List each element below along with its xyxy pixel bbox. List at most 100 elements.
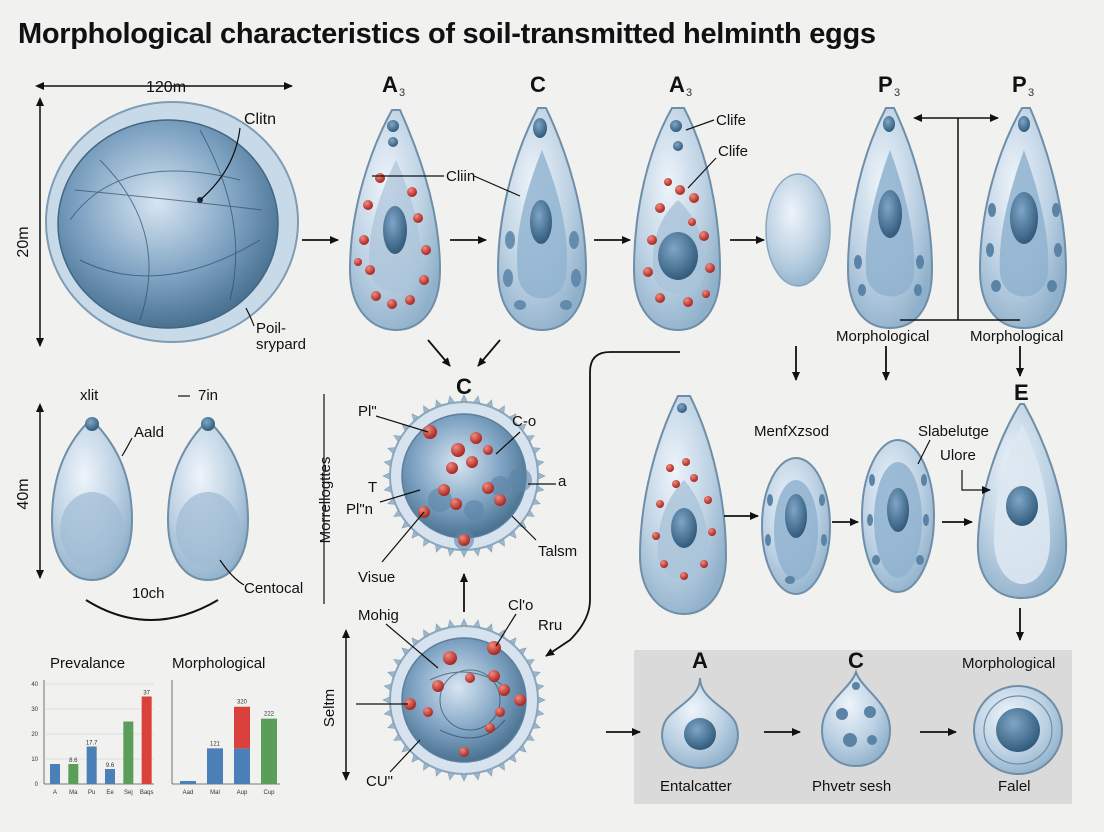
large-egg-body xyxy=(57,119,279,329)
morph-label-1: Morphological xyxy=(836,328,929,345)
visue-leader xyxy=(381,511,425,563)
tin-label: 7in xyxy=(198,387,218,404)
co-label: C-o xyxy=(512,413,536,430)
morph-category-label: Aad xyxy=(183,790,194,796)
top-egg-3-cap-1 xyxy=(670,120,682,132)
panel-c-label: C xyxy=(848,648,864,673)
slabelutge-leader xyxy=(917,439,931,465)
top-egg-4 xyxy=(765,173,831,287)
small-eggs-bracket xyxy=(85,599,219,621)
prevalence-category-label: A xyxy=(53,790,57,796)
prevalence-bar xyxy=(105,769,115,784)
top-egg-1-cap-2 xyxy=(388,137,398,147)
clitn-leader xyxy=(199,127,241,201)
panel-egg-final-nucleus xyxy=(996,708,1040,752)
prevalence-value-label: 37 xyxy=(143,691,150,697)
cliin-leader-2 xyxy=(473,175,521,197)
prevalence-chart-title: Prevalance xyxy=(50,655,125,672)
pl2-label: Pl"n xyxy=(346,501,373,518)
top-egg-5-cap xyxy=(883,116,895,132)
lower-sphere-body xyxy=(401,637,527,763)
page-title: Morphological characteristics of soil-tr… xyxy=(18,18,876,50)
top-label-a2-sub: 3 xyxy=(686,87,692,99)
panel-caption-1: Entalcatter xyxy=(660,778,732,795)
arrow-curved-to-lower-sphere xyxy=(545,351,680,657)
mid-egg-3-nucleus xyxy=(887,488,909,532)
prevalence-category-label: Ee xyxy=(106,790,114,796)
arrow-to-center-1 xyxy=(427,339,451,367)
pl2-leader xyxy=(379,489,421,503)
small-height-label: 40m xyxy=(15,478,32,509)
menfxsod-label: MenfXzsod xyxy=(754,423,829,440)
upper-sphere-granules xyxy=(418,425,506,546)
top-egg-5-vacuoles xyxy=(854,255,924,296)
ulore-label: Ulore xyxy=(940,447,976,464)
mid-egg-2-nucleus xyxy=(785,494,807,538)
center-side-label: Morrellogttes xyxy=(317,457,334,544)
prevalence-value-label: 8.6 xyxy=(69,758,78,764)
top-egg-3-granules xyxy=(643,178,715,307)
panel-egg-c-cells xyxy=(836,682,877,747)
top-label-p2: P xyxy=(1012,72,1027,97)
clo-leader xyxy=(495,613,517,647)
prevalence-value-label: 17.7 xyxy=(86,741,98,747)
large-egg-membranes xyxy=(69,129,263,321)
slabelutge-label: Slabelutge xyxy=(918,423,989,440)
prevalence-category-label: Ma xyxy=(69,790,78,796)
panel-caption-3: Falel xyxy=(998,778,1031,795)
top-label-p2-sub: 3 xyxy=(1028,87,1034,99)
top-egg-3-cap-2 xyxy=(673,141,683,151)
prevalence-value-label: 9.6 xyxy=(106,763,115,769)
t-label: T xyxy=(368,479,377,496)
morph-bar xyxy=(261,718,277,784)
seltm-label: Seltm xyxy=(321,689,338,727)
aald-leader xyxy=(121,437,133,457)
top-label-p1: P xyxy=(878,72,893,97)
mid-egg-3-vacuoles xyxy=(867,474,929,565)
top-egg-1-nucleus xyxy=(383,206,407,254)
morphological-chart-title: Morphological xyxy=(172,655,265,672)
morph-label-2: Morphological xyxy=(970,328,1063,345)
clife1-leader xyxy=(685,119,715,131)
prevalence-y-tick: 10 xyxy=(31,757,38,763)
top-egg-6-nucleus xyxy=(1010,192,1038,244)
small-egg-left-cap xyxy=(85,417,99,431)
morph-category-label: Aup xyxy=(237,790,248,796)
mid-egg-2-vacuoles xyxy=(765,494,827,584)
small-egg-right-inner xyxy=(176,492,240,568)
clife2-leader xyxy=(687,157,717,189)
mid-egg-1-granules xyxy=(652,458,716,580)
poil-leader xyxy=(245,307,255,327)
prevalence-y-tick: 20 xyxy=(31,732,38,738)
top-label-c: C xyxy=(530,72,546,97)
pl1-leader xyxy=(375,415,429,433)
morph-bar xyxy=(234,748,250,784)
top-label-a2: A xyxy=(669,72,685,97)
panel-caption-2: Phvetr sesh xyxy=(812,778,891,795)
bottom-panel: A C Morphological Entalcatter Phvetr ses… xyxy=(606,648,1072,804)
clife2-label: Clife xyxy=(718,143,748,160)
clitn-label: Clitn xyxy=(244,111,276,128)
top-egg-1-granules xyxy=(354,173,431,309)
pl1-label: Pl" xyxy=(358,403,377,420)
prevalence-category-label: Sej xyxy=(124,790,133,796)
prevalence-bar xyxy=(68,764,79,784)
prevalence-bar xyxy=(50,764,60,784)
mid-egg-1-nucleus xyxy=(671,508,697,548)
rru-label: Rru xyxy=(538,617,562,634)
mid-egg-1-cap xyxy=(677,403,687,413)
prevalence-y-tick: 0 xyxy=(35,782,39,788)
mohig-leader xyxy=(385,623,439,669)
top-egg-5-nucleus xyxy=(878,190,902,238)
cu-leader xyxy=(389,739,421,773)
morph-value-label: 121 xyxy=(210,741,221,747)
morph-bar xyxy=(180,781,196,784)
width-label: 120m xyxy=(146,79,186,96)
lower-sphere-granules xyxy=(404,641,526,757)
panel-egg-final-ring xyxy=(983,695,1053,765)
clife1-label: Clife xyxy=(716,112,746,129)
centocal-label: Centocal xyxy=(244,580,303,597)
panel-a-label: A xyxy=(692,648,708,673)
morph-value-label: 320 xyxy=(237,700,248,706)
